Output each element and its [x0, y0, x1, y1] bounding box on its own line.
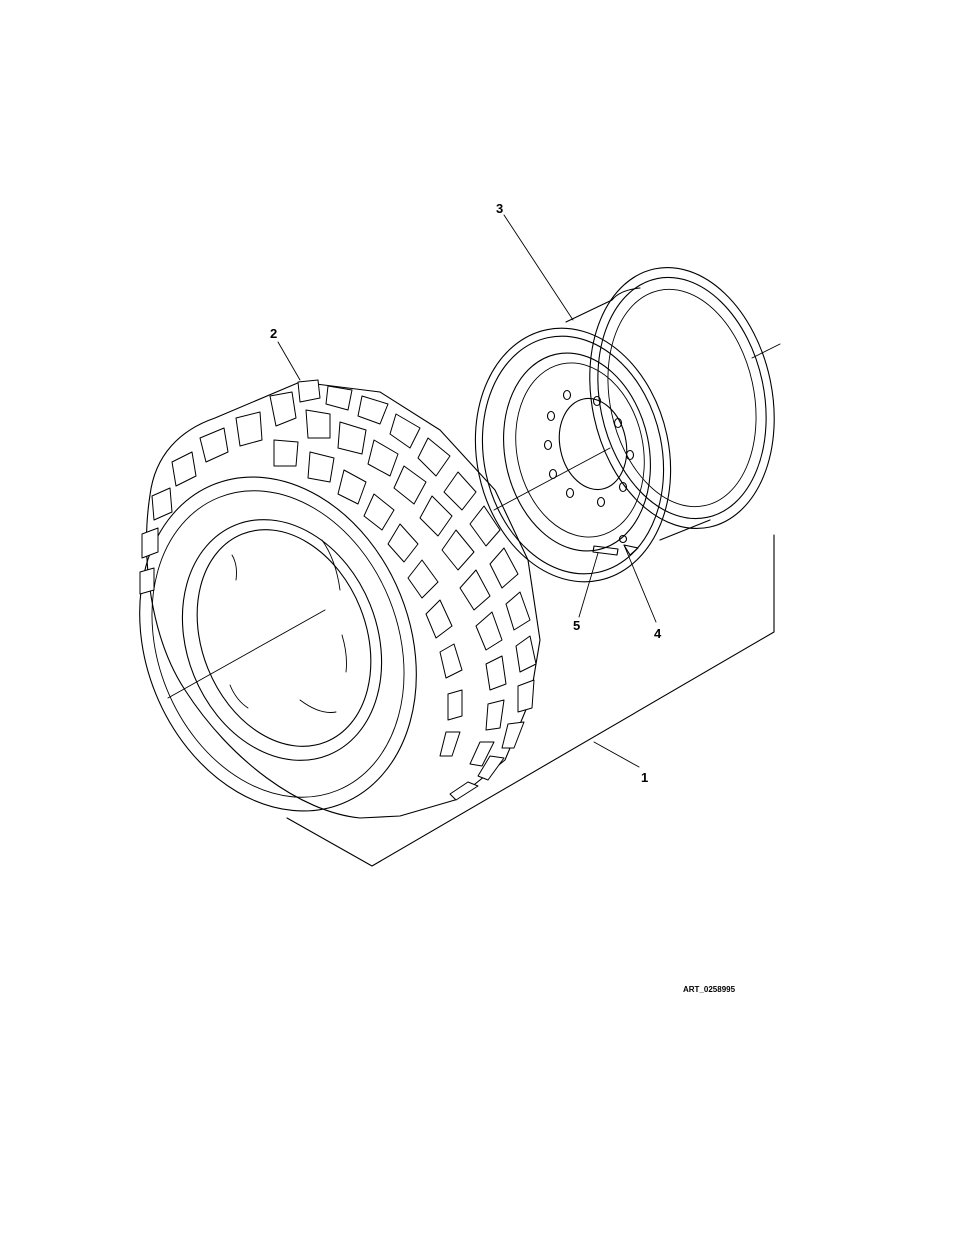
- callout-3: 3: [496, 201, 503, 216]
- tire: [91, 380, 540, 853]
- callout-1: 1: [641, 770, 648, 785]
- callout-4: 4: [654, 626, 662, 641]
- callout-5: 5: [573, 618, 580, 633]
- valve-stem: [620, 536, 639, 556]
- art-id-label: ART_0258995: [683, 985, 736, 994]
- bolt-holes: [545, 391, 634, 507]
- callout-2: 2: [270, 326, 277, 341]
